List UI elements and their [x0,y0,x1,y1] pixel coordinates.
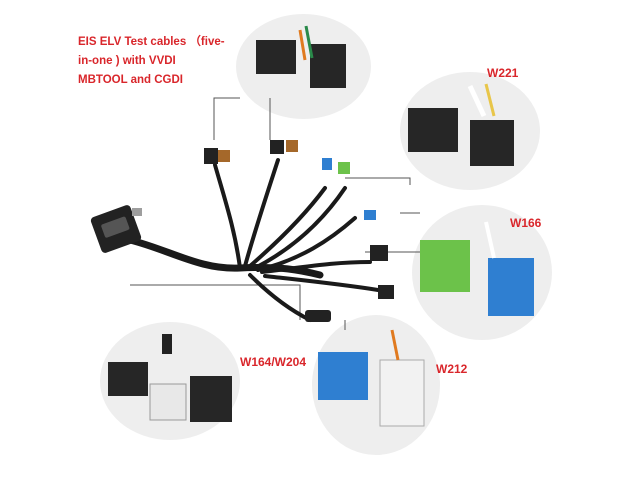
top-connectors [256,25,346,88]
callout-lines [130,97,430,330]
cable-bundle [126,158,380,322]
obd-connector [90,205,142,253]
label-w164-w204: W164/W204 [240,355,307,369]
w221-connectors [408,83,514,166]
label-w166: W166 [510,216,542,230]
product-title: EIS ELV Test cables （five- in-one ) with… [78,36,225,86]
w166-connectors [420,221,534,316]
w164-connectors [108,334,232,422]
label-w212: W212 [436,362,468,376]
label-w221: W221 [487,66,519,80]
w212-connectors [318,329,425,427]
